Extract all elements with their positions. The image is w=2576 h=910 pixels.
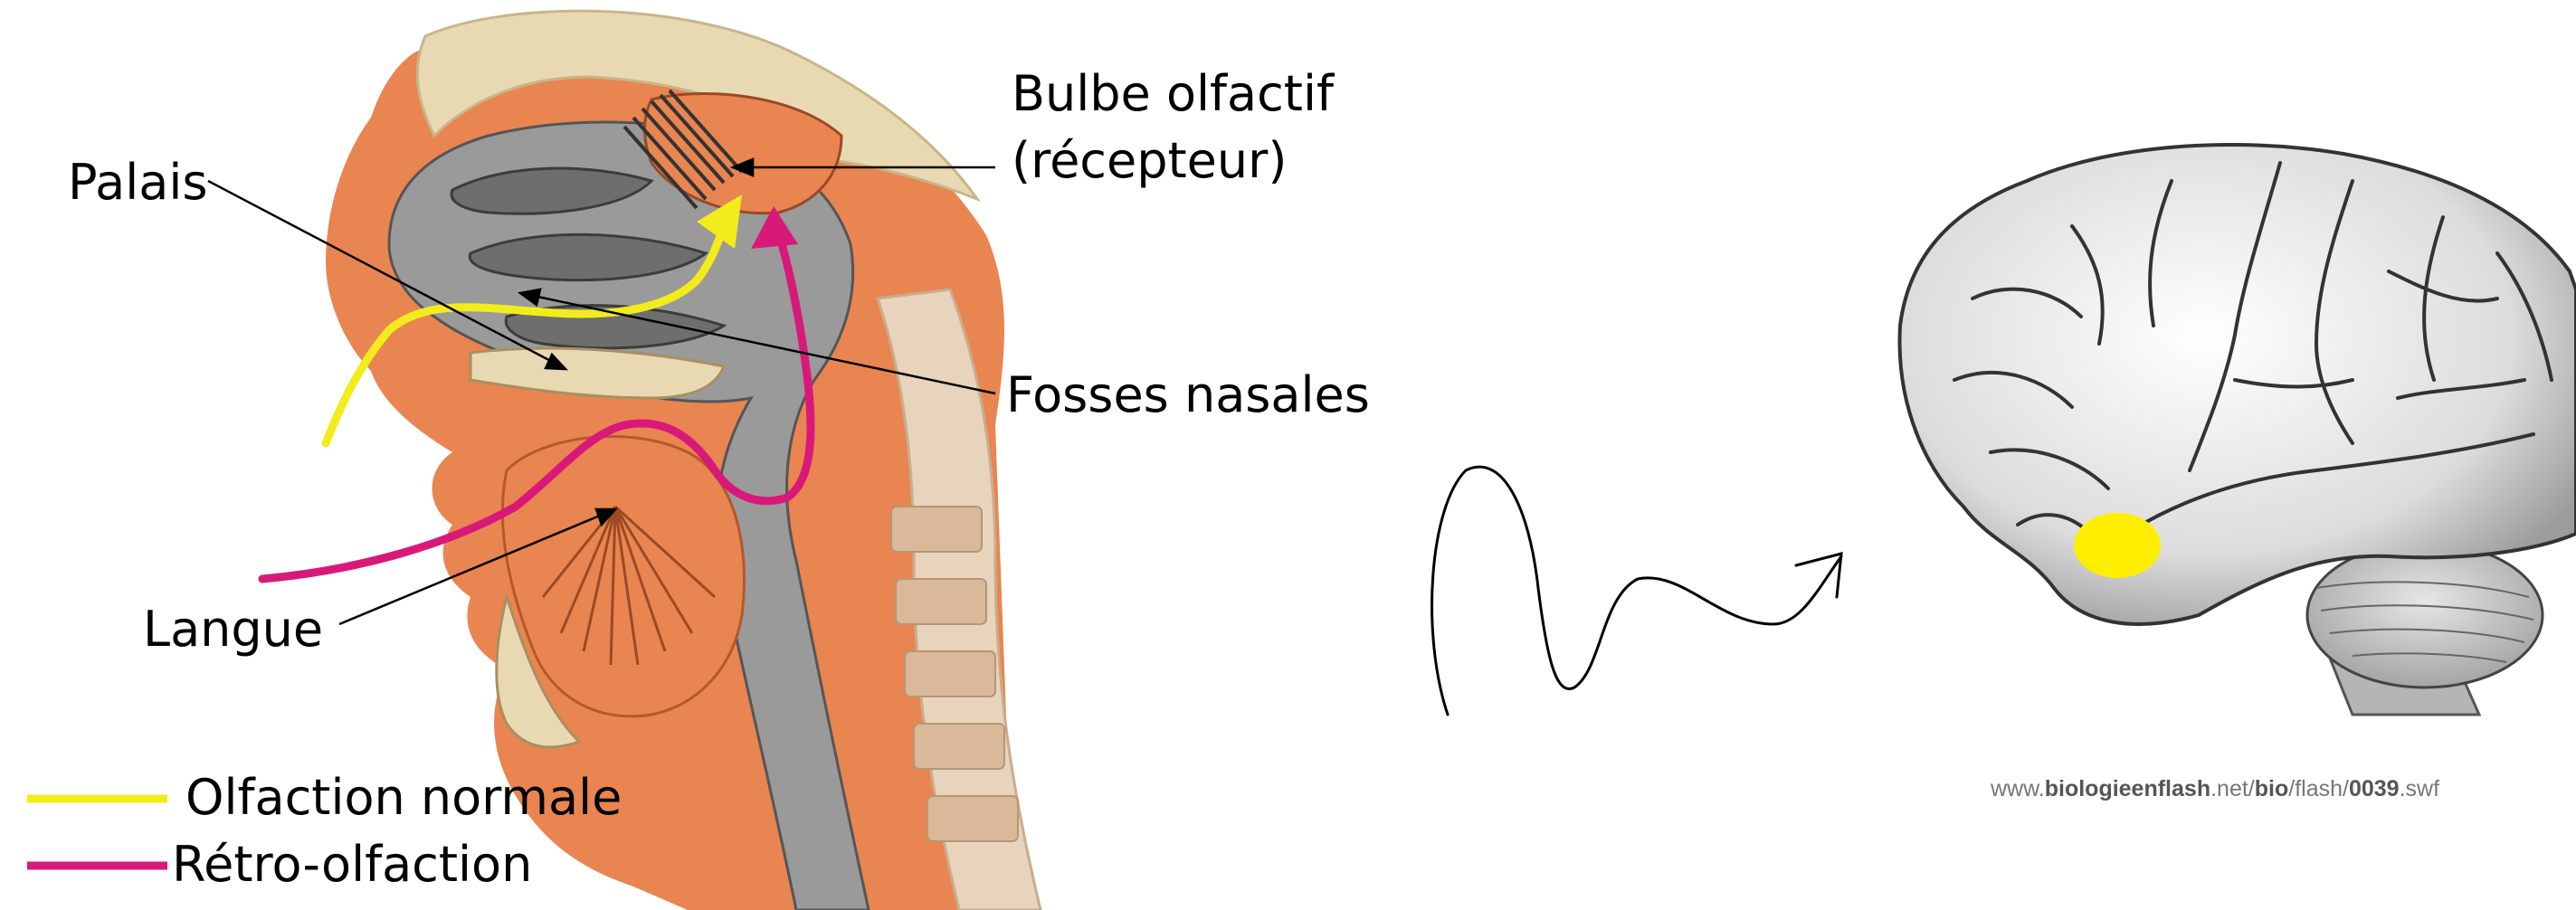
cerebrum <box>1900 145 2576 624</box>
url-part-1: www. <box>1991 776 2045 801</box>
brain <box>1900 145 2576 715</box>
url-part-6: 0039 <box>2349 776 2400 801</box>
legend: Olfaction normale Rétro-olfaction <box>27 769 622 893</box>
label-fosses-nasales: Fosses nasales <box>1006 366 1370 423</box>
legend-label-normale: Olfaction normale <box>185 769 622 826</box>
label-palais: Palais <box>68 154 207 211</box>
squiggle-arrow <box>1432 467 1841 715</box>
cerebellum <box>2307 543 2543 687</box>
url-part-3: .net/ <box>2210 776 2255 801</box>
url-part-2: biologieenflash <box>2045 776 2210 801</box>
source-url: www.biologieenflash.net/bio/flash/0039.s… <box>1991 776 2570 802</box>
url-part-4: bio <box>2255 776 2289 801</box>
url-part-7: .swf <box>2400 776 2439 801</box>
url-part-5: /flash/ <box>2288 776 2349 801</box>
label-bulbe-olfactif: Bulbe olfactif <box>1012 65 1336 122</box>
olfactory-cortex-highlight <box>2074 513 2161 578</box>
label-recepteur: (récepteur) <box>1012 132 1287 189</box>
legend-label-retro: Rétro-olfaction <box>172 836 532 893</box>
label-langue: Langue <box>143 601 323 658</box>
